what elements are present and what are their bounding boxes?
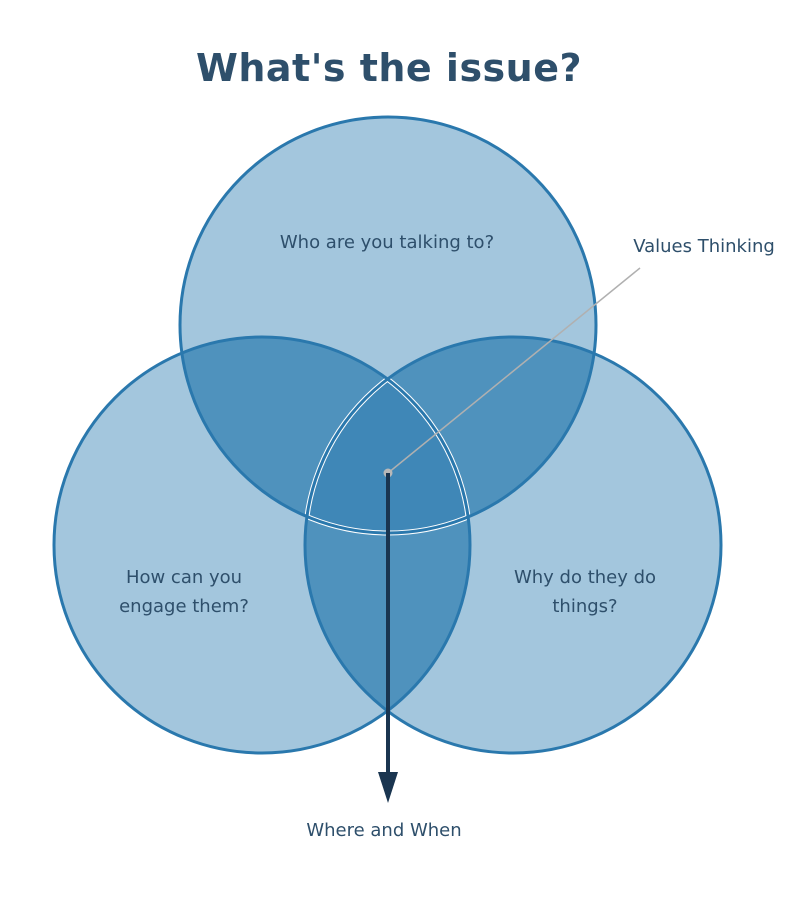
label-right-circle-line2: things?: [552, 596, 617, 617]
label-left-circle-line1: How can you: [126, 567, 242, 588]
overlap-center: [305, 337, 470, 533]
label-left-circle-line2: engage them?: [119, 596, 249, 617]
label-top-circle: Who are you talking to?: [280, 232, 494, 253]
label-values-thinking: Values Thinking: [633, 236, 775, 257]
label-right-circle-line1: Why do they do: [514, 567, 656, 588]
label-where-and-when: Where and When: [306, 820, 461, 841]
outline-left: [52, 335, 472, 755]
diagram-title: What's the issue?: [195, 46, 583, 90]
callout-line: [387, 267, 641, 474]
arrow-head: [378, 772, 398, 803]
outline-right: [303, 335, 723, 755]
